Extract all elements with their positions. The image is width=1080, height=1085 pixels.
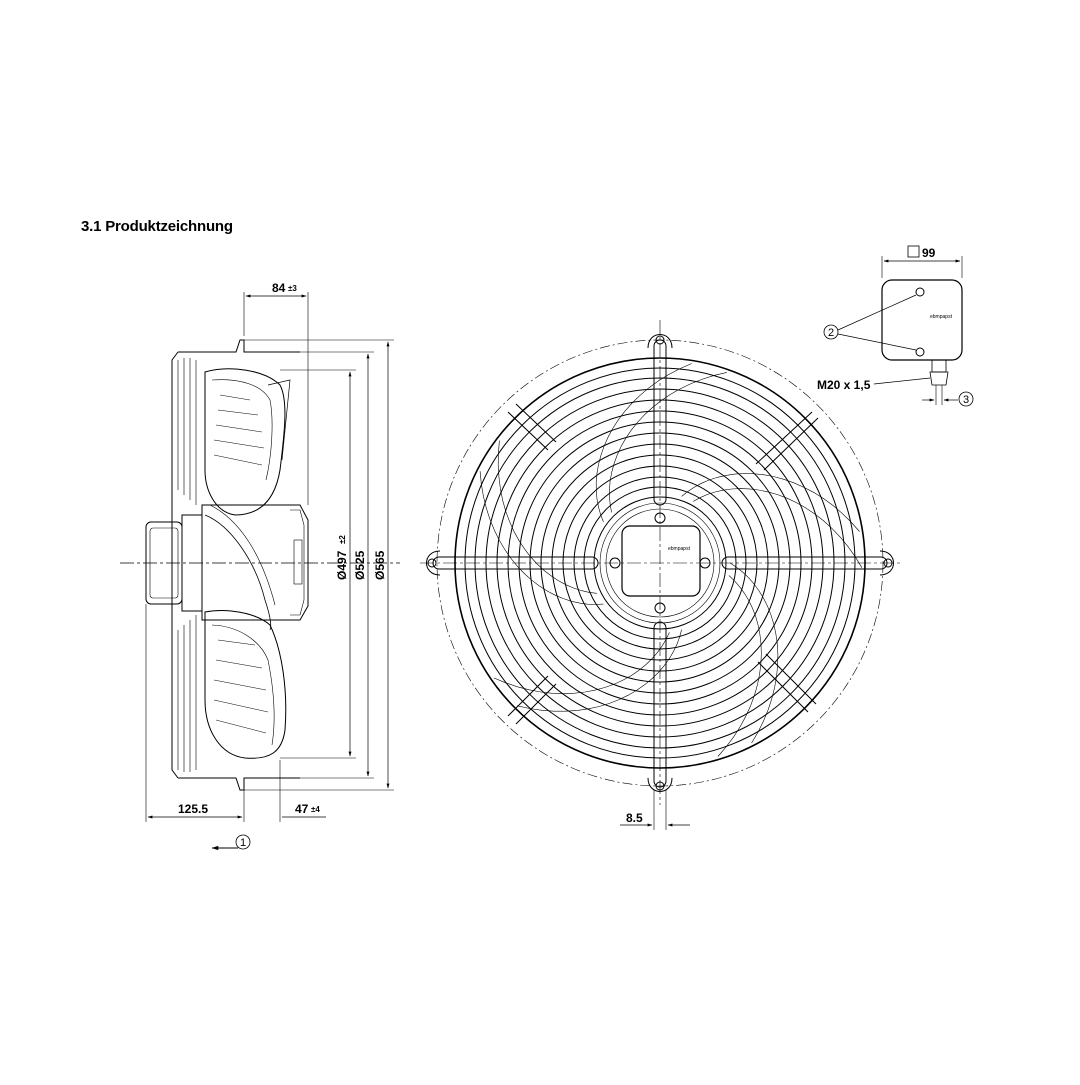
- guard-ring: [464, 367, 856, 759]
- dim-47-label: 47: [295, 802, 309, 816]
- blade-edge: [595, 363, 692, 523]
- dim-84-label: 84: [272, 281, 286, 295]
- guard-ring: [518, 421, 802, 705]
- guard-bottom-flange: [178, 777, 300, 791]
- callout-1-label: 1: [240, 837, 246, 849]
- front-brand-mark: ebmpapst: [668, 546, 691, 552]
- dim-99-label: 99: [922, 246, 936, 260]
- blade-edge: [517, 629, 682, 712]
- upper-fan-blade: [204, 368, 286, 516]
- thread-label: M20 x 1,5: [817, 378, 871, 392]
- dim-84-tolerance: ±3: [288, 284, 297, 293]
- guard-ring: [529, 432, 791, 694]
- callout-circle-2: [823, 324, 839, 340]
- box-brand-mark: ebmpapst: [930, 314, 953, 320]
- side-view: [120, 292, 400, 851]
- guard-ring: [583, 486, 737, 640]
- terminal-box-outline: [881, 279, 963, 361]
- mount-lugs: [426, 334, 894, 792]
- blade-edge: [693, 488, 863, 568]
- guard-ring: [496, 399, 824, 727]
- dim-125-label: 125.5: [178, 802, 208, 816]
- guard-ring: [507, 410, 813, 716]
- guard-rings: [454, 357, 866, 769]
- callout-circle-3: [958, 391, 974, 407]
- dia-497-label: Ø497: [335, 550, 349, 580]
- page-title: 3.1 Produktzeichnung: [81, 218, 233, 235]
- dia-525-label: Ø525: [353, 550, 367, 580]
- dim-47-tolerance: ±4: [311, 805, 320, 814]
- blade-edge: [479, 471, 604, 605]
- fan-blades-front: [479, 363, 863, 757]
- blade-edge: [609, 372, 727, 513]
- motor-stator: [201, 504, 309, 621]
- dim-8-5-label: 8.5: [626, 811, 643, 825]
- callout-3-label: 3: [963, 394, 969, 406]
- hub-outer: [593, 496, 727, 630]
- blade-edge: [717, 575, 762, 757]
- blade-edge: [681, 473, 860, 532]
- guard-ring: [474, 377, 846, 749]
- lower-fan-blade: [204, 610, 287, 759]
- blade-edge: [497, 440, 597, 594]
- guard-ring: [562, 465, 758, 661]
- dia-497-tolerance: ±2: [338, 535, 347, 544]
- guard-ribs: [177, 358, 197, 772]
- terminal-box-front: [621, 525, 701, 597]
- guard-top-flange: [178, 339, 300, 353]
- front-view: [420, 320, 900, 830]
- callout-circle-1: [235, 834, 251, 850]
- guard-ring: [485, 388, 835, 738]
- guard-ring: [540, 443, 780, 683]
- terminal-box-detail: [823, 245, 974, 407]
- guard-ring: [454, 357, 866, 769]
- guard-spokes: [432, 339, 888, 788]
- cable-gland: [931, 360, 947, 373]
- callout-2-label: 2: [828, 327, 834, 339]
- blade-edge: [729, 562, 779, 744]
- dia-565-label: Ø565: [373, 550, 387, 580]
- guard-outer-edge: [171, 351, 179, 779]
- square-symbol: [907, 245, 920, 258]
